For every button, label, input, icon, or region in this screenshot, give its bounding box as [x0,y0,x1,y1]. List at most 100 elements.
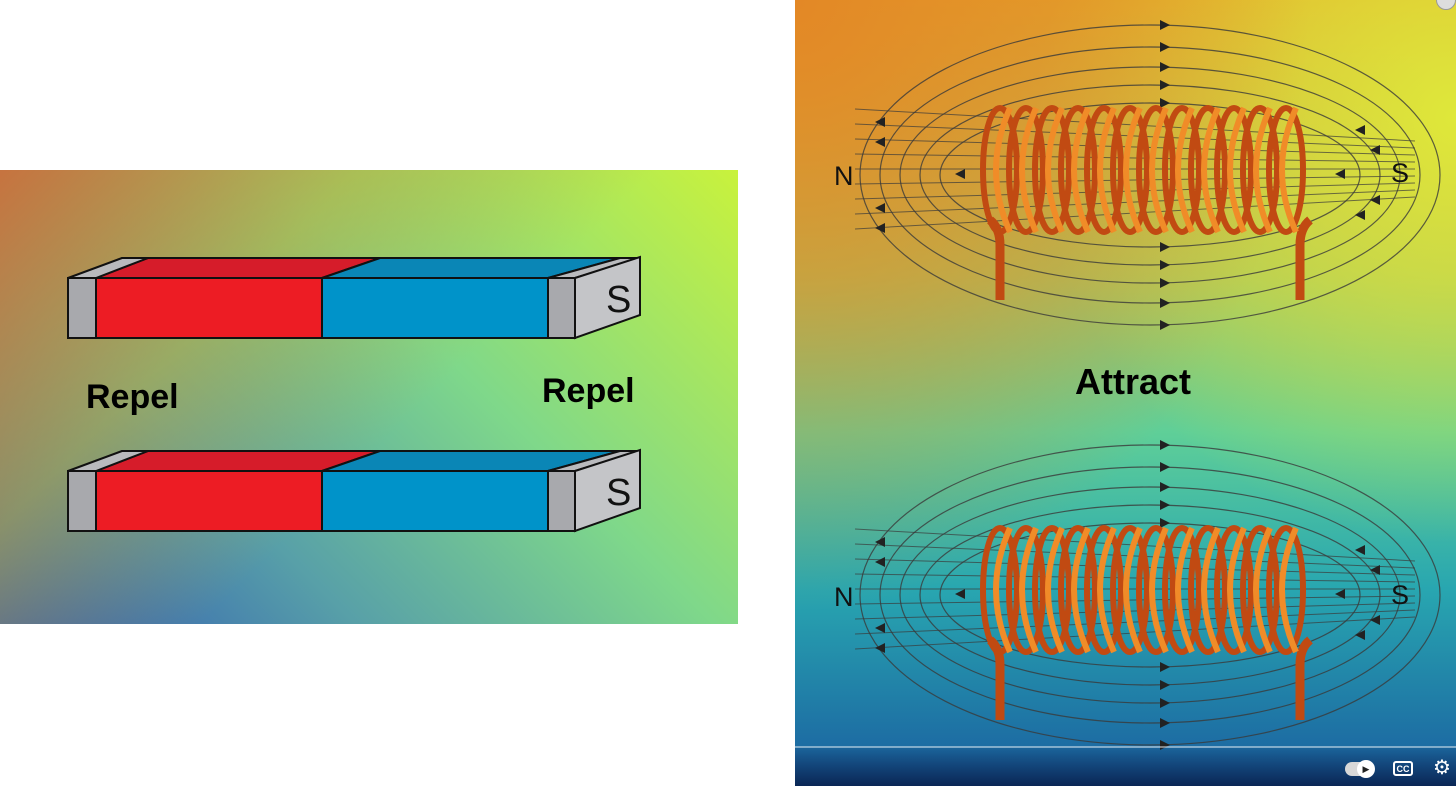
field-arrow [1370,565,1380,575]
coil-turn-front [1045,106,1065,234]
coil-turn-front [1071,106,1091,234]
coil-turn-front [1227,526,1247,654]
bar-magnet-bottom: S [67,448,641,533]
captions-button[interactable]: CC [1393,761,1413,776]
field-line [854,182,1416,200]
coil-turn-back [1214,525,1254,655]
coil-turn-front [1253,526,1273,654]
coil-turn-front [1071,526,1091,654]
field-line [854,558,1416,576]
coil-lead [1295,216,1314,300]
coil-turn-back [1214,105,1254,235]
bar-magnet-image [0,170,738,624]
autoplay-toggle[interactable]: ▶ [1345,760,1375,778]
field-arrow [875,557,885,567]
coil-turn-back [1266,525,1306,655]
field-line [854,189,1416,215]
field-arrow [1370,195,1380,205]
coil-turn-back [1162,525,1202,655]
coil-turn-front [1019,106,1039,234]
coil-turn-back [980,105,1020,235]
coil-turn-front [1097,106,1117,234]
coil-turn-back [1136,525,1176,655]
field-line [854,595,1416,605]
field-arrow [875,223,885,233]
field-line [939,102,1361,248]
coil-turn-front [1227,106,1247,234]
coil-turn-back [1084,105,1124,235]
field-arrow [1160,298,1170,308]
field-arrow [1160,698,1170,708]
north-pole-label-top: N [834,161,854,191]
field-arrow [1355,630,1365,640]
coil-turn-back [1032,525,1072,655]
field-line [854,543,1416,569]
field-arrow [875,623,885,633]
field-arrow [1160,98,1170,108]
coil-turn-back [1058,525,1098,655]
field-arrow [1160,462,1170,472]
field-line [859,444,1441,746]
field-arrow [1160,80,1170,90]
repel-label-right: Repel [542,372,635,410]
field-arrow [955,589,965,599]
coil-turn-front [1201,526,1221,654]
coil-turn-back [1240,105,1280,235]
coil-turn-back [1162,105,1202,235]
play-icon: ▶ [1357,760,1375,778]
coil-turn-front [1201,106,1221,234]
coil-turn-front [993,106,1013,234]
field-line [939,522,1361,668]
coil-turn-back [1266,105,1306,235]
coil-turn-back [1188,105,1228,235]
coil-turn-front [1045,526,1065,654]
field-arrow [1355,545,1365,555]
coil-turn-front [1253,106,1273,234]
field-arrow [1160,718,1170,728]
coil-turn-front [1019,526,1039,654]
north-pole-label-bottom: N [834,582,854,612]
coil-turn-back [980,525,1020,655]
solenoid-bottom [854,440,1441,750]
coil-turn-back [1058,105,1098,235]
field-arrow [1160,278,1170,288]
field-arrow [1160,440,1170,450]
coil-turn-back [1006,525,1046,655]
field-arrow [1160,42,1170,52]
coil-turn-back [1136,105,1176,235]
solenoid-video-frame[interactable] [795,0,1456,786]
field-arrow [1160,320,1170,330]
coil-turn-back [1032,105,1072,235]
coil-turn-front [1123,526,1143,654]
field-line [854,175,1416,185]
attract-label: Attract [1075,361,1192,402]
gear-icon[interactable]: ⚙ [1433,757,1451,779]
field-line [854,602,1416,620]
repel-label-left: Repel [86,378,179,416]
coil-turn-back [1110,525,1150,655]
field-arrow [1160,680,1170,690]
field-line [854,609,1416,635]
video-progress-bar[interactable] [795,746,1456,748]
field-line [879,466,1421,724]
south-pole-label-bottom: S [1391,580,1410,610]
solenoid-top [854,20,1441,330]
field-line [919,504,1381,686]
field-arrow [875,537,885,547]
field-line [854,153,1416,163]
coil-turn-back [1006,105,1046,235]
field-arrow [1335,589,1345,599]
field-line [919,84,1381,266]
coil-lead [1295,636,1314,720]
field-arrow [1355,125,1365,135]
coil-turn-front [1279,526,1299,654]
field-arrow [1160,482,1170,492]
coil-turn-front [1175,106,1195,234]
field-arrow [875,643,885,653]
field-arrow [1355,210,1365,220]
coil-turn-front [1279,106,1299,234]
field-line [854,138,1416,156]
field-arrow [1160,518,1170,528]
field-line [859,24,1441,326]
field-arrow [875,203,885,213]
